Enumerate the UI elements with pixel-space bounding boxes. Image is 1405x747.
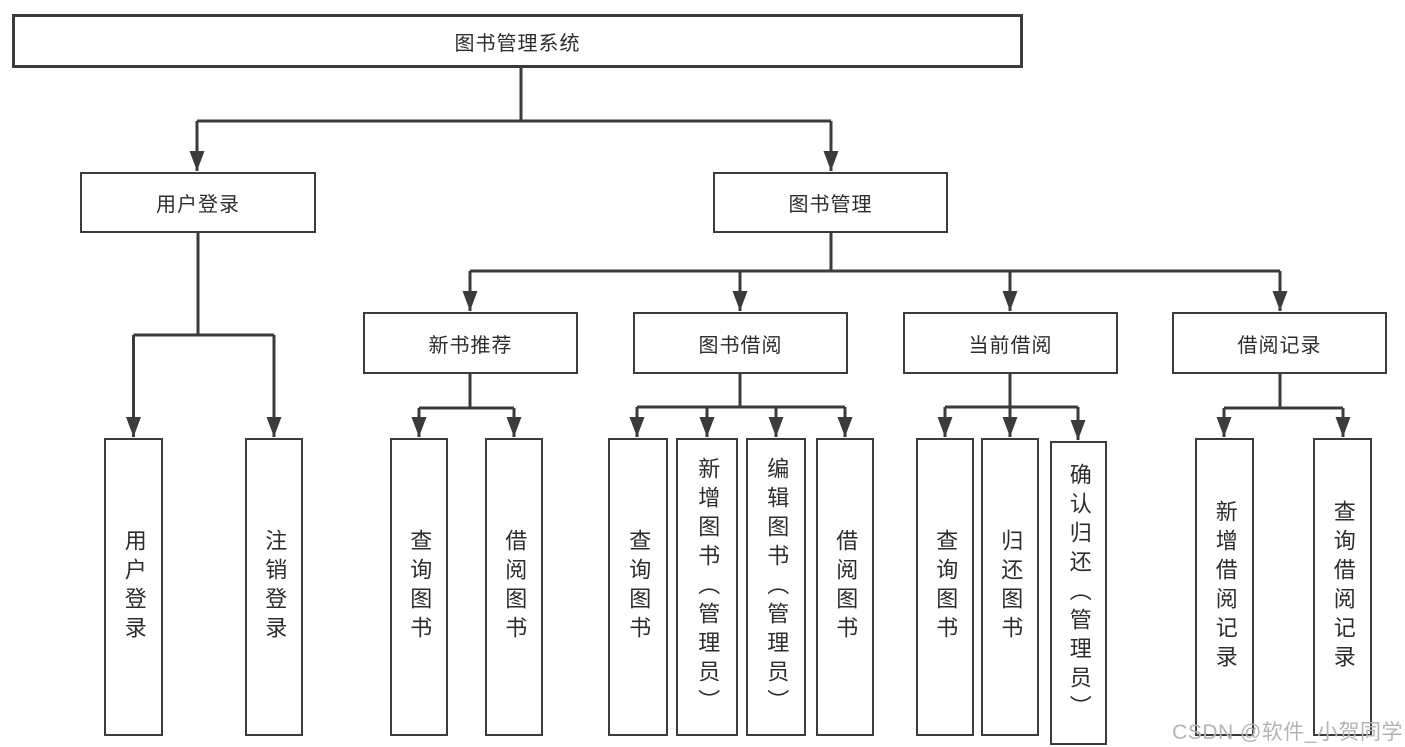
node-current-borrowing: 当前借阅: [903, 312, 1118, 374]
leaf-current-confirm-return: 确认归还（管理员）: [1050, 441, 1107, 745]
leaf-recommend-query-books: 查询图书: [390, 438, 448, 736]
node-new-book-recommend: 新书推荐: [363, 312, 578, 374]
csdn-watermark: CSDN @软件_小贺同学: [1172, 721, 1403, 744]
leaf-borrowing-borrow-books: 借阅图书: [816, 438, 874, 736]
node-book-management: 图书管理: [713, 172, 948, 233]
leaf-records-query-record: 查询借阅记录: [1313, 438, 1372, 736]
node-label: 查询图书: [407, 529, 433, 645]
node-label: 当前借阅: [968, 334, 1053, 357]
node-label: 借阅图书: [502, 529, 528, 645]
leaf-current-return-books: 归还图书: [981, 438, 1039, 736]
node-label: 查询借阅记录: [1330, 500, 1356, 674]
leaf-borrowing-add-books: 新增图书（管理员）: [676, 438, 738, 736]
node-library-system: 图书管理系统: [12, 14, 1023, 68]
node-label: 编辑图书（管理员）: [764, 456, 790, 718]
node-label: 借阅记录: [1237, 334, 1322, 357]
leaf-logout-login: 注销登录: [245, 438, 303, 736]
node-label: 借阅图书: [833, 529, 859, 645]
node-label: 归还图书: [998, 529, 1024, 645]
node-label: 新增图书（管理员）: [695, 456, 721, 718]
leaf-user-login: 用户登录: [104, 438, 163, 736]
node-label: 图书管理系统: [454, 32, 581, 55]
node-user-login: 用户登录: [80, 172, 316, 233]
node-label: 用户登录: [156, 194, 240, 216]
node-label: 图书管理: [788, 194, 873, 216]
node-label: 图书借阅: [698, 334, 783, 357]
node-borrowing-records: 借阅记录: [1172, 312, 1387, 374]
node-label: 用户登录: [121, 529, 147, 645]
leaf-recommend-borrow-books: 借阅图书: [485, 438, 543, 736]
leaf-borrowing-query-books: 查询图书: [608, 438, 668, 736]
node-book-borrowing: 图书借阅: [633, 312, 848, 374]
node-label: 查询图书: [933, 529, 959, 645]
leaf-records-add-record: 新增借阅记录: [1195, 438, 1254, 736]
node-label: 注销登录: [262, 529, 288, 645]
node-label: 查询图书: [626, 529, 652, 645]
node-label: 新增借阅记录: [1212, 500, 1238, 674]
leaf-borrowing-edit-books: 编辑图书（管理员）: [746, 438, 806, 736]
node-label: 确认归还（管理员）: [1066, 462, 1092, 724]
node-label: 新书推荐: [428, 334, 513, 357]
leaf-current-query-books: 查询图书: [916, 438, 974, 736]
